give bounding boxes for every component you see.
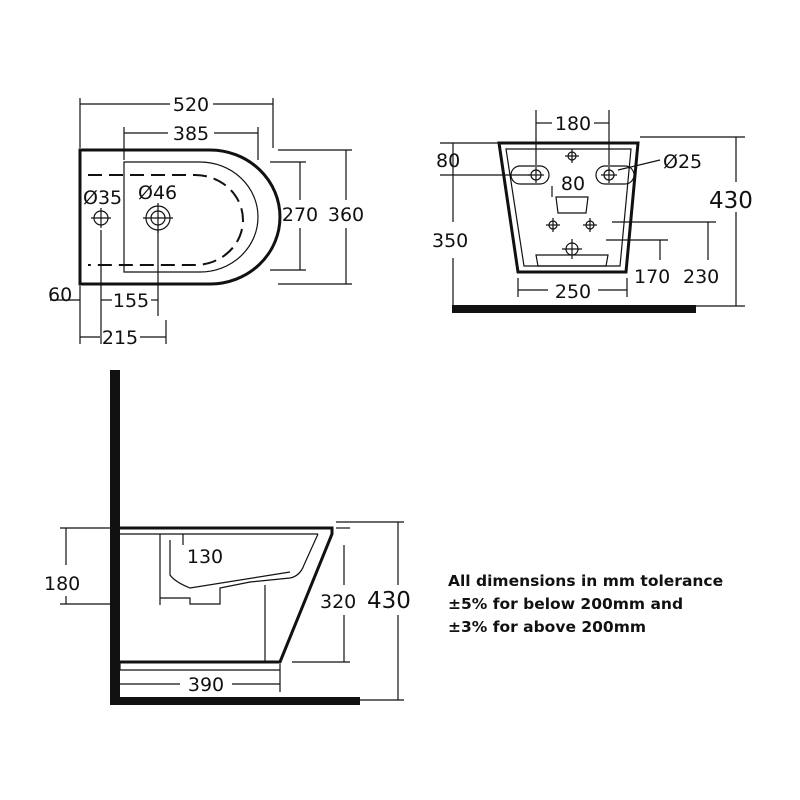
dim-waste-hole: Ø46 xyxy=(138,182,177,204)
dim-fixing-centres: 180 xyxy=(555,113,591,135)
back-view: 180 80 Ø25 80 430 350 170 230 xyxy=(432,110,753,313)
dim-supply-height: 230 xyxy=(683,266,719,288)
dim-side-height-a: 180 xyxy=(44,573,80,595)
dim-side-height-b: 320 xyxy=(320,591,356,613)
dim-overall-length: 520 xyxy=(173,94,209,116)
fixing-slot-right xyxy=(595,165,635,185)
back-view-outlet xyxy=(555,196,589,214)
note-line-2: ±5% for below 200mm and xyxy=(448,595,683,613)
dim-bowl-depth: 130 xyxy=(187,546,223,568)
dim-fixing-height: 80 xyxy=(436,150,460,172)
back-view-cavity xyxy=(505,148,632,267)
dim-bowl-width: 270 xyxy=(282,204,318,226)
tolerance-notes: All dimensions in mm tolerance ±5% for b… xyxy=(448,572,723,636)
dim-inner-spacing: 80 xyxy=(561,173,585,195)
dim-bowl-length: 385 xyxy=(173,123,209,145)
side-view-floor xyxy=(110,697,360,705)
top-view-bowl xyxy=(123,161,259,273)
side-view-bowl xyxy=(159,533,319,605)
note-line-1: All dimensions in mm tolerance xyxy=(448,572,723,590)
top-view: 520 385 Ø35 Ø46 270 360 60 155 xyxy=(48,94,364,349)
dim-tap-hole: Ø35 xyxy=(83,187,122,209)
dim-outlet-height: 170 xyxy=(634,266,670,288)
dim-tap-offset: 215 xyxy=(102,327,138,349)
dim-waste-offset: 155 xyxy=(113,290,149,312)
dim-back-overall-height: 430 xyxy=(709,188,753,214)
dim-base-width: 250 xyxy=(555,281,591,303)
side-view: 180 130 320 430 390 xyxy=(44,370,411,705)
note-line-3: ±3% for above 200mm xyxy=(448,618,646,636)
side-view-outline xyxy=(120,526,334,664)
back-view-floor xyxy=(452,305,696,313)
top-view-outline xyxy=(78,148,282,286)
dim-side-overall-height: 430 xyxy=(367,588,411,614)
side-view-wall xyxy=(110,370,120,705)
top-view-basin-dashed xyxy=(88,174,244,266)
dim-overall-width: 360 xyxy=(328,204,364,226)
dim-projection: 390 xyxy=(188,674,224,696)
back-view-outline xyxy=(497,141,640,274)
dim-fixing-hole: Ø25 xyxy=(663,151,702,173)
dim-rim-height: 350 xyxy=(432,230,468,252)
dim-edge-offset: 60 xyxy=(48,284,72,306)
